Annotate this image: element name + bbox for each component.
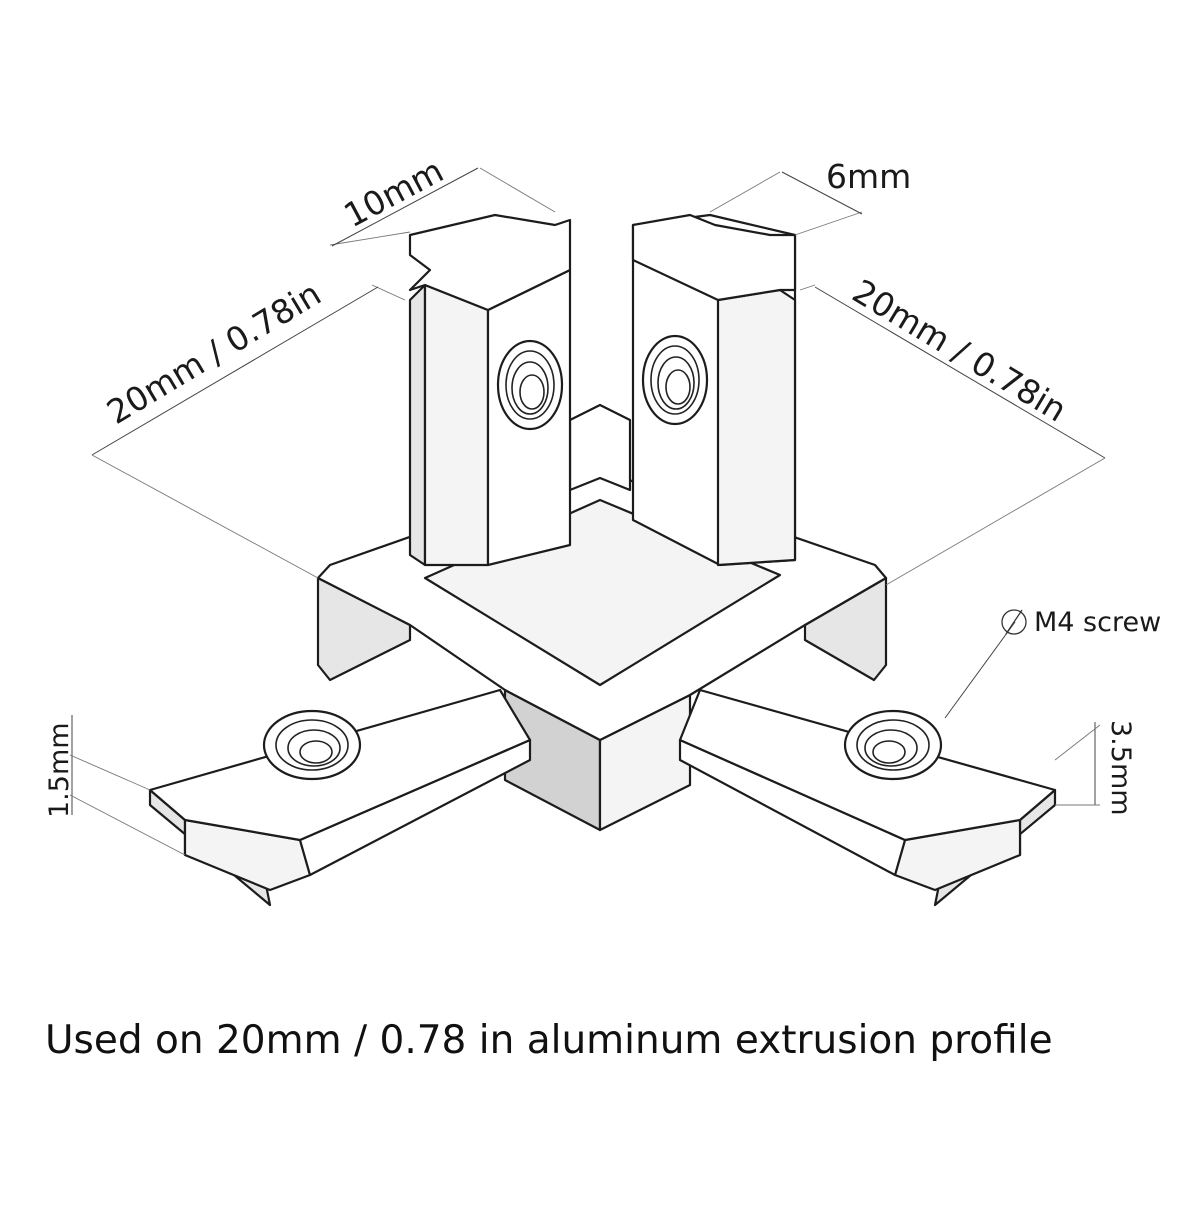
right-horizontal-nut	[678, 688, 1057, 907]
dimension-lines	[69, 167, 1106, 856]
dim-right-length: 20mm / 0.78in	[846, 271, 1073, 429]
dim-thickness-left: 1.5mm	[44, 722, 75, 818]
dim-slot-width: 6mm	[826, 157, 911, 196]
left-vertical-nut	[408, 213, 572, 567]
dim-thickness-right: 3.5mm	[1105, 720, 1136, 816]
caption: Used on 20mm / 0.78 in aluminum extrusio…	[45, 1018, 1053, 1063]
dim-top-width: 10mm	[337, 151, 449, 235]
right-vertical-nut	[631, 213, 797, 567]
left-horizontal-nut	[148, 688, 532, 907]
dim-screw: M4 screw	[1034, 607, 1161, 638]
dim-left-length: 20mm / 0.78in	[100, 274, 327, 432]
